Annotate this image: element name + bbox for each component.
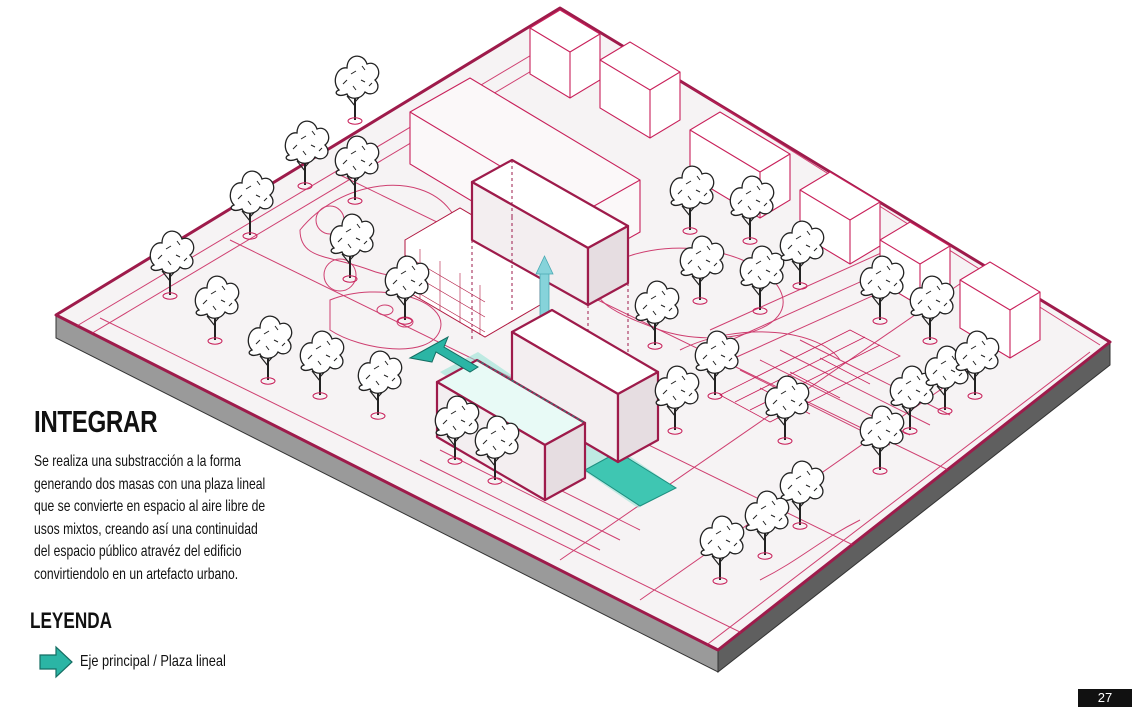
legend-item: Eje principal / Plaza lineal (38, 645, 262, 679)
page-number-badge: 27 (1078, 689, 1132, 707)
description-line: Se realiza una substracción a la forma (34, 453, 241, 470)
legend-item-label: Eje principal / Plaza lineal (80, 653, 226, 671)
description-line: usos mixtos, creando así una continuidad (34, 521, 258, 538)
diagram-description: Se realiza una substracción a la forma g… (34, 451, 292, 586)
description-line: del espacio público atravéz del edificio (34, 543, 242, 560)
description-line: que se convierte en espacio al aire libr… (34, 498, 265, 515)
description-line: convirtiendolo en un artefacto urbano. (34, 566, 238, 583)
description-line: generando dos masas con una plaza lineal (34, 476, 265, 493)
teal-arrow-icon (38, 645, 74, 679)
legend-title: LEYENDA (30, 608, 112, 634)
diagram-title: INTEGRAR (34, 404, 157, 440)
